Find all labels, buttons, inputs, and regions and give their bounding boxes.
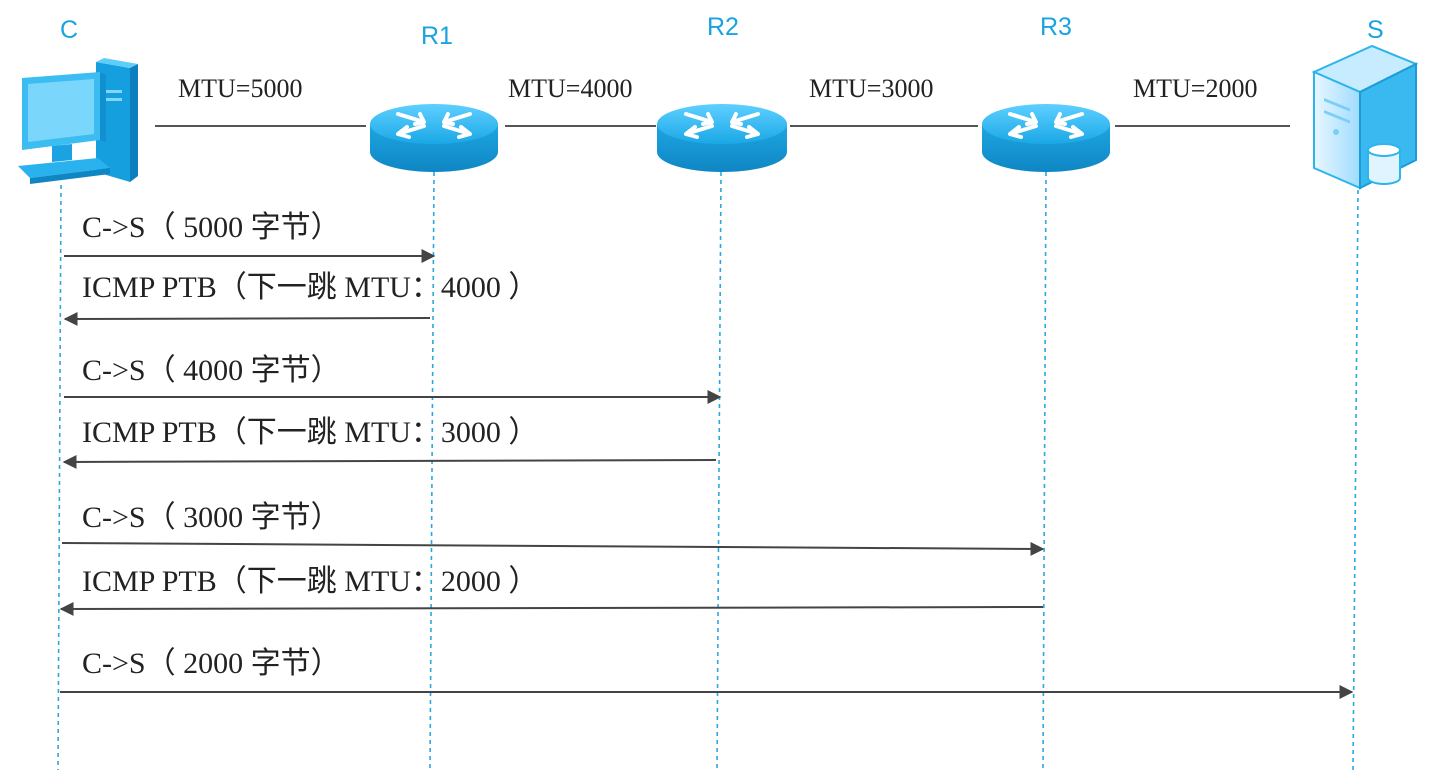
message-label: C->S（ 4000 字节） — [82, 354, 341, 387]
router-icon — [370, 104, 498, 172]
mtu-label-r2-r3: MTU=3000 — [809, 74, 933, 103]
router-icon — [657, 104, 787, 172]
lifeline-r1 — [429, 171, 435, 771]
lifeline-r3 — [1042, 171, 1047, 771]
message-label: ICMP PTB（下一跳 MTU：4000 ） — [82, 271, 538, 304]
desktop-computer-icon — [18, 58, 138, 184]
node-labels: C R1 R2 R3 S — [60, 13, 1384, 50]
message-label: C->S（ 2000 字节） — [82, 647, 341, 680]
message-arrow-r3-to-c — [59, 601, 1044, 616]
node-label-r2: R2 — [707, 13, 739, 41]
mtu-label-c-r1: MTU=5000 — [178, 74, 302, 103]
server-icon — [1311, 44, 1419, 190]
message-arrow-r1-to-c — [63, 311, 431, 326]
message-labels: C->S（ 5000 字节） ICMP PTB（下一跳 MTU：4000 ） C… — [82, 211, 538, 680]
database-icon — [1367, 143, 1401, 185]
node-label-c: C — [60, 16, 78, 44]
router-icon — [982, 104, 1110, 172]
message-label: C->S（ 5000 字节） — [82, 211, 341, 244]
message-arrows — [59, 249, 1354, 699]
mtu-label-r1-r2: MTU=4000 — [508, 74, 632, 103]
message-arrow-c-to-r3 — [61, 541, 1045, 556]
message-label: ICMP PTB（下一跳 MTU：3000 ） — [82, 416, 538, 449]
mtu-labels: MTU=5000 MTU=4000 MTU=3000 MTU=2000 — [178, 74, 1257, 103]
lifelines — [57, 171, 1359, 771]
message-label: ICMP PTB（下一跳 MTU：2000 ） — [82, 565, 538, 598]
lifeline-c — [57, 184, 62, 771]
node-label-r1: R1 — [421, 22, 453, 50]
mtu-label-r3-s: MTU=2000 — [1133, 74, 1257, 103]
node-label-s: S — [1367, 16, 1384, 44]
lifeline-r2 — [716, 171, 722, 771]
lifeline-s — [1352, 189, 1359, 771]
message-label: C->S（ 3000 字节） — [82, 501, 341, 534]
message-arrow-r2-to-c — [62, 454, 717, 469]
node-label-r3: R3 — [1040, 13, 1072, 41]
